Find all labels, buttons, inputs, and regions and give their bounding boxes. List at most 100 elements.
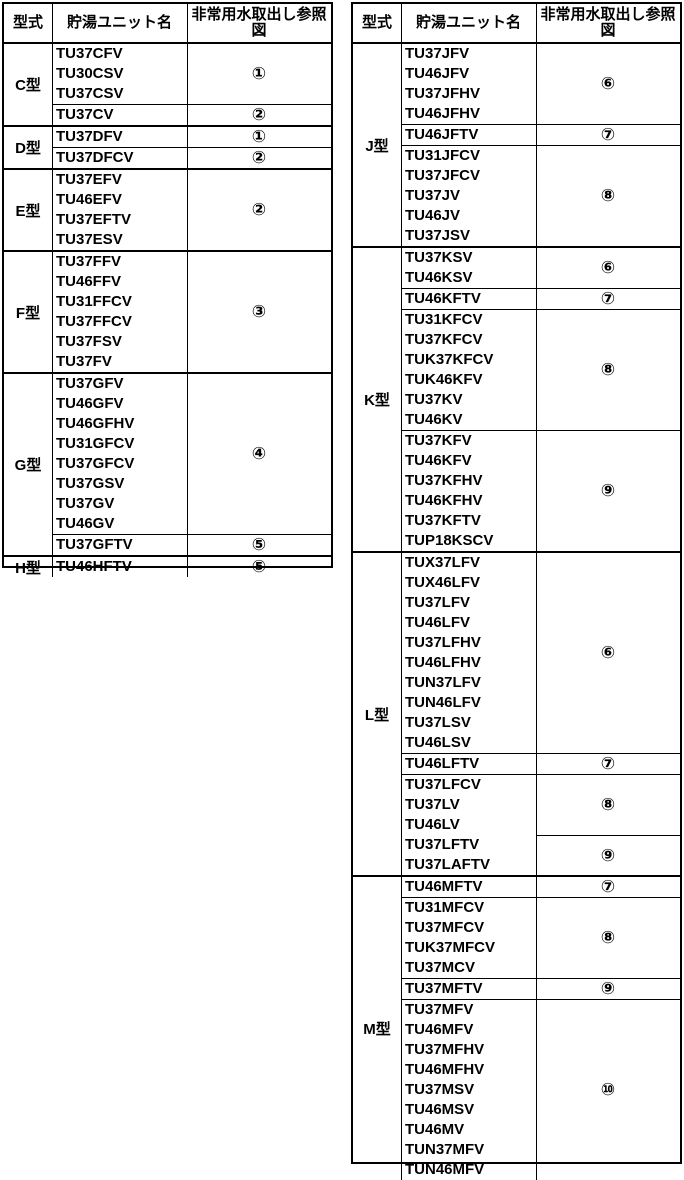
model-name: TUX37LFV: [405, 554, 481, 571]
model-name: TU37LFCV: [405, 776, 481, 793]
reference-figure: ⑨: [600, 481, 616, 500]
model-name: TU46LFHV: [405, 654, 481, 671]
model-name: TU46MFTV: [405, 878, 483, 895]
model-name: TU46KV: [405, 411, 463, 428]
model-list: TU37KFV TU46KFV TU37KFHV TU46KFHV TU37KFTV TU…: [401, 431, 537, 551]
type-name: J型: [353, 44, 402, 246]
model-name: TU37JFV: [405, 45, 470, 62]
model-name: TUX46LFV: [405, 574, 481, 591]
type-name: L型: [353, 553, 402, 875]
model-name: TU46KFV: [405, 452, 472, 469]
model-name: TU37DFCV: [56, 149, 134, 166]
model-name: TU46LFV: [405, 614, 471, 631]
model-name: TU46GFHV: [56, 415, 135, 432]
model-name: TU37MFHV: [405, 1041, 485, 1058]
model-name: TU46JFTV: [405, 126, 479, 143]
model-name: TU37JV: [405, 187, 461, 204]
model-name: TU37LAFTV: [405, 856, 491, 873]
header-reference: 非常用水取出し参照図: [540, 6, 676, 39]
type-name: C型: [4, 44, 53, 125]
reference-figure: ⑧: [600, 360, 616, 379]
model-name: TU37CV: [56, 106, 114, 123]
model-name: TU37KFTV: [405, 512, 481, 529]
reference-figure: ⑨: [600, 979, 616, 998]
reference-figure: ②: [251, 148, 267, 167]
model-name: TU46KFTV: [405, 290, 481, 307]
model-name: TU37KFV: [405, 432, 472, 449]
model-name: TU37CSV: [56, 85, 124, 102]
model-name: TU46FFV: [56, 273, 122, 290]
model-name: TU46LV: [405, 816, 460, 833]
model-name: TU46JFV: [405, 65, 470, 82]
model-name: TU37GSV: [56, 475, 125, 492]
model-name: TU46JFHV: [405, 105, 481, 122]
model-name: TU37LV: [405, 796, 460, 813]
header-unit-name: 貯湯ユニット名: [52, 4, 188, 42]
model-list: TU46MFTV: [401, 877, 537, 897]
model-name: TU46LSV: [405, 734, 471, 751]
model-name: TU37EFV: [56, 171, 122, 188]
model-name: TU37KFCV: [405, 331, 483, 348]
table-row: TU37DFCV ②: [52, 148, 331, 168]
model-name: TU37FFV: [56, 253, 122, 270]
table-header: 型式 貯湯ユニット名 非常用水取出し参照図: [4, 4, 331, 44]
model-name: TU37LFTV: [405, 836, 480, 853]
model-name: TU37MSV: [405, 1081, 475, 1098]
header-type: 型式: [353, 4, 402, 42]
type-name: K型: [353, 248, 402, 551]
model-name: TU37DFV: [56, 128, 123, 145]
model-name: TU37KSV: [405, 249, 473, 266]
model-name: TU37CFV: [56, 45, 123, 62]
reference-figure: ⑩: [600, 1080, 616, 1099]
reference-figure: ⑧: [600, 795, 616, 814]
model-name: TU37KFHV: [405, 472, 483, 489]
model-list: TU46HFTV: [52, 557, 188, 577]
model-name: TUK37MFCV: [405, 939, 496, 956]
model-name: TU31KFCV: [405, 311, 483, 328]
model-name: TU46LFTV: [405, 755, 480, 772]
model-name: TU46MFHV: [405, 1061, 485, 1078]
model-list: TU37DFV: [52, 127, 188, 147]
model-name: TU37KV: [405, 391, 463, 408]
model-name: TU37JSV: [405, 227, 471, 244]
model-name: TU37EFTV: [56, 211, 132, 228]
model-name: TU46KFHV: [405, 492, 483, 509]
reference-figure: ⑦: [600, 125, 616, 144]
reference-figure: ③: [251, 302, 267, 321]
model-list: TU46LFTV: [401, 754, 537, 774]
model-name: TU37GV: [56, 495, 115, 512]
model-name: TUK46KFV: [405, 371, 483, 388]
model-name: TU46MFV: [405, 1021, 474, 1038]
model-name: TUP18KSCV: [405, 532, 494, 549]
model-name: TU37GFCV: [56, 455, 135, 472]
model-name: TU37GFV: [56, 375, 124, 392]
model-name: TU37ESV: [56, 231, 123, 248]
type-name: F型: [4, 252, 53, 372]
reference-figure: ①: [251, 127, 267, 146]
type-name: E型: [4, 170, 53, 250]
model-name: TUN37MFV: [405, 1141, 485, 1158]
model-name: TU31JFCV: [405, 147, 481, 164]
model-name: TU46MV: [405, 1121, 465, 1138]
